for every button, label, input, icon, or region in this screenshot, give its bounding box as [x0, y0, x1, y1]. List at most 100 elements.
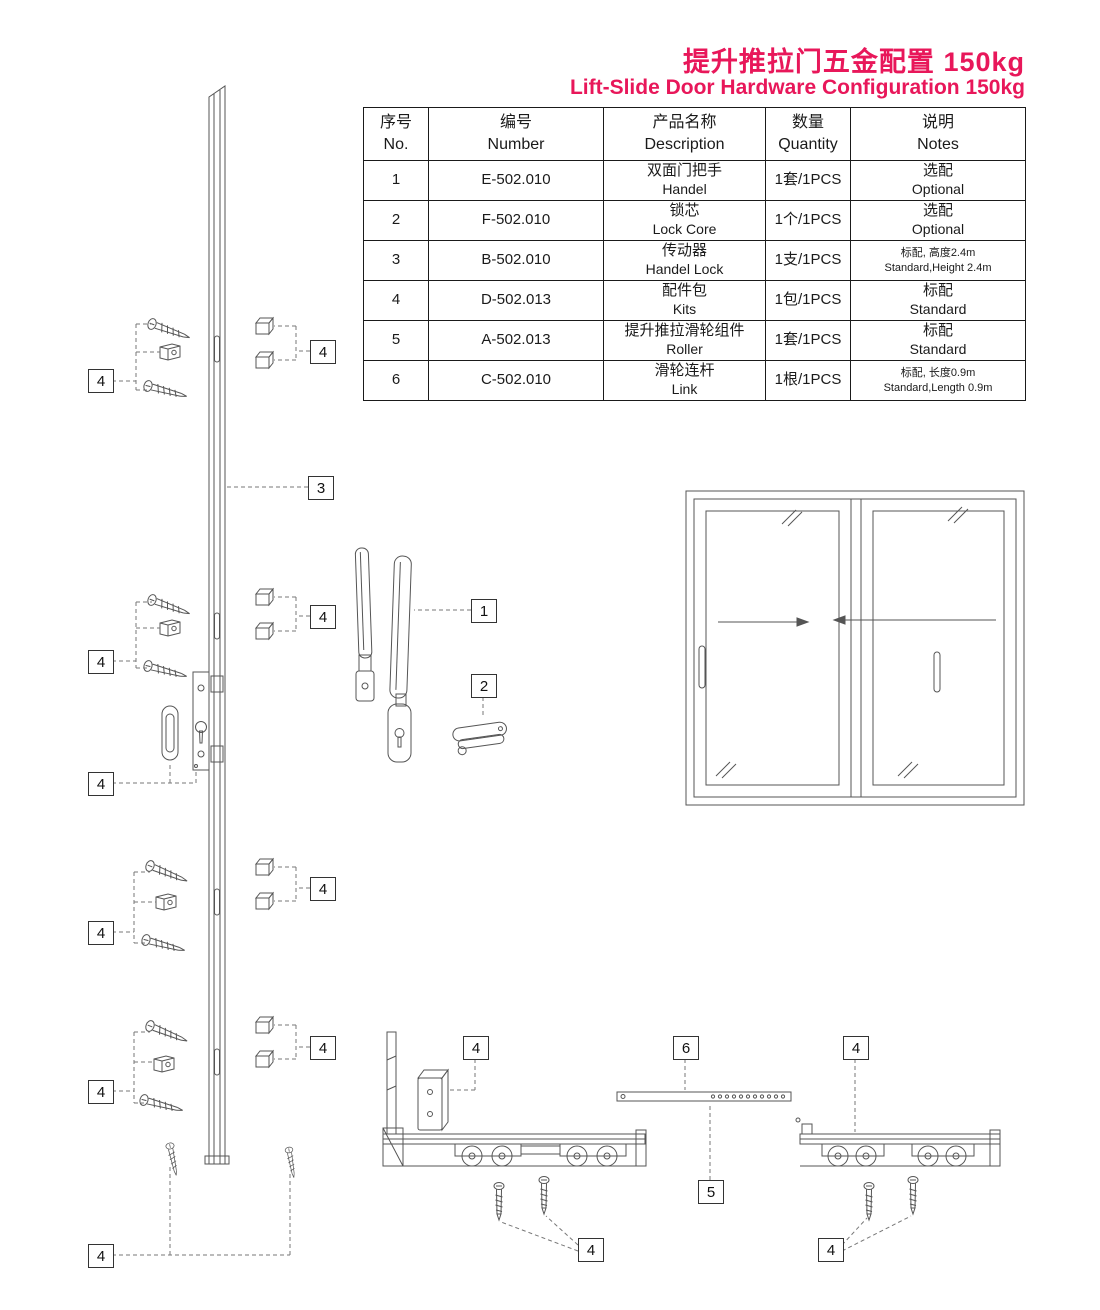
roller-guide-block-drawing [417, 1068, 449, 1132]
header-en: Notes [917, 136, 959, 153]
cell-text-zh: 选配 [922, 202, 953, 220]
header-zh: 产品名称 [652, 114, 717, 132]
callout-roller: 5 [698, 1180, 724, 1204]
callout-bar-end-screws: 4 [88, 1244, 114, 1268]
header-en: No. [383, 136, 409, 153]
cell-description: 双面门把手 Handel [603, 160, 766, 201]
header-zh: 序号 [379, 114, 412, 132]
cell-text-zh: 滑轮连杆 [654, 362, 715, 380]
cell-text-zh: 标配, 长度0.9m [900, 367, 976, 380]
cell-text-zh: 提升推拉滑轮组件 [624, 322, 745, 340]
header-zh: 编号 [499, 114, 532, 132]
cell-text-en: Lock Core [652, 221, 717, 238]
cell-text-zh: 双面门把手 [646, 162, 722, 180]
table-row: 2 F-502.010 锁芯 Lock Core 1个/1PCS 选配 Opti… [363, 200, 1026, 241]
cell-text-en: Kits [672, 301, 697, 318]
lock-core-drawing [452, 721, 507, 756]
cell-no: 1 [363, 160, 429, 201]
header-en: Quantity [778, 136, 838, 153]
cell-description: 提升推拉滑轮组件 Roller [603, 320, 766, 361]
cell-no: 3 [363, 240, 429, 281]
cell-number: B-502.010 [428, 240, 604, 281]
kit-screws-group-3 [140, 858, 190, 957]
callout-kit-screws-3: 4 [88, 921, 114, 945]
cell-description: 锁芯 Lock Core [603, 200, 766, 241]
cell-text-en: Handel [662, 181, 707, 198]
callout-kit-blocks-4: 4 [310, 1036, 336, 1060]
handle-drawing [354, 547, 412, 763]
cell-no: 2 [363, 200, 429, 241]
callout-guide-block: 4 [463, 1036, 489, 1060]
callout-floor-screws-left: 4 [578, 1238, 604, 1262]
cell-text-zh: 选配 [922, 162, 953, 180]
cell-text-zh: 传动器 [661, 242, 707, 260]
callout-kit-plate: 4 [88, 772, 114, 796]
col-header-number: 编号 Number [428, 107, 604, 161]
callout-kit-blocks-2: 4 [310, 605, 336, 629]
cell-notes: 标配 Standard [850, 280, 1026, 321]
cell-text-en: Standard [909, 301, 967, 318]
cell-number: D-502.013 [428, 280, 604, 321]
cell-text-en: Roller [666, 341, 703, 358]
header-en: Description [644, 136, 725, 153]
kit-blocks-group-2 [255, 588, 274, 640]
transmission-bar-drawing [192, 85, 230, 1165]
cell-no: 5 [363, 320, 429, 361]
link-bar-drawing [616, 1091, 801, 1123]
roller-right-drawing [799, 1123, 1001, 1167]
cell-notes: 选配 Optional [850, 200, 1026, 241]
callout-floor-screws-right: 4 [818, 1238, 844, 1262]
cell-quantity: 1根/1PCS [765, 360, 851, 401]
header-en: Number [487, 136, 545, 153]
callout-lock-core: 2 [471, 674, 497, 698]
cell-quantity: 1套/1PCS [765, 160, 851, 201]
callout-kit-screws-2: 4 [88, 650, 114, 674]
parts-table: 序号 No. 编号 Number 产品名称 Description 数量 Qua… [363, 107, 1026, 401]
cell-text-en: Link [671, 381, 698, 398]
callout-handle: 1 [471, 599, 497, 623]
cell-number: F-502.010 [428, 200, 604, 241]
bar-end-screws-drawing [164, 1141, 299, 1179]
table-row: 5 A-502.013 提升推拉滑轮组件 Roller 1套/1PCS 标配 S… [363, 320, 1026, 361]
kit-cylinder-plate-drawing [161, 705, 198, 768]
cell-text-zh: 配件包 [661, 282, 707, 300]
callout-handle-lock-bar: 3 [308, 476, 334, 500]
cell-quantity: 1支/1PCS [765, 240, 851, 281]
col-header-description: 产品名称 Description [603, 107, 766, 161]
cell-text-zh: 标配 [922, 282, 953, 300]
cell-number: E-502.010 [428, 160, 604, 201]
cell-notes: 标配, 高度2.4m Standard,Height 2.4m [850, 240, 1026, 281]
cell-quantity: 1套/1PCS [765, 320, 851, 361]
cell-text-en: Optional [911, 181, 965, 198]
header-zh: 数量 [791, 114, 824, 132]
page-title-en: Lift-Slide Door Hardware Configuration 1… [569, 76, 1025, 99]
cell-number: C-502.010 [428, 360, 604, 401]
cell-text-en: Standard [909, 341, 967, 358]
cell-text-zh: 标配 [922, 322, 953, 340]
roller-left-drawing [382, 1031, 647, 1167]
col-header-notes: 说明 Notes [850, 107, 1026, 161]
kit-screws-group-1 [142, 316, 192, 403]
cell-text-en: Standard,Height 2.4m [884, 261, 992, 274]
callout-kit-screws-1: 4 [88, 369, 114, 393]
table-row: 6 C-502.010 滑轮连杆 Link 1根/1PCS 标配, 长度0.9m… [363, 360, 1026, 401]
kit-blocks-group-1 [255, 317, 274, 369]
kit-blocks-group-3 [255, 858, 274, 910]
cell-description: 配件包 Kits [603, 280, 766, 321]
door-schematic [685, 490, 1025, 806]
page-title-zh: 提升推拉门五金配置 150kg [682, 47, 1025, 77]
callout-kit-blocks-3: 4 [310, 877, 336, 901]
kit-blocks-group-4 [255, 1016, 274, 1068]
floor-screws-right-drawing [863, 1176, 919, 1221]
cell-description: 滑轮连杆 Link [603, 360, 766, 401]
callout-kit-blocks-1: 4 [310, 340, 336, 364]
cell-text-en: Standard,Length 0.9m [883, 381, 993, 394]
callout-kit-screws-4: 4 [88, 1080, 114, 1104]
table-row: 4 D-502.013 配件包 Kits 1包/1PCS 标配 Standard [363, 280, 1026, 321]
callout-roller-right: 4 [843, 1036, 869, 1060]
cell-notes: 标配, 长度0.9m Standard,Length 0.9m [850, 360, 1026, 401]
cell-notes: 选配 Optional [850, 160, 1026, 201]
col-header-quantity: 数量 Quantity [765, 107, 851, 161]
callout-link-bar: 6 [673, 1036, 699, 1060]
